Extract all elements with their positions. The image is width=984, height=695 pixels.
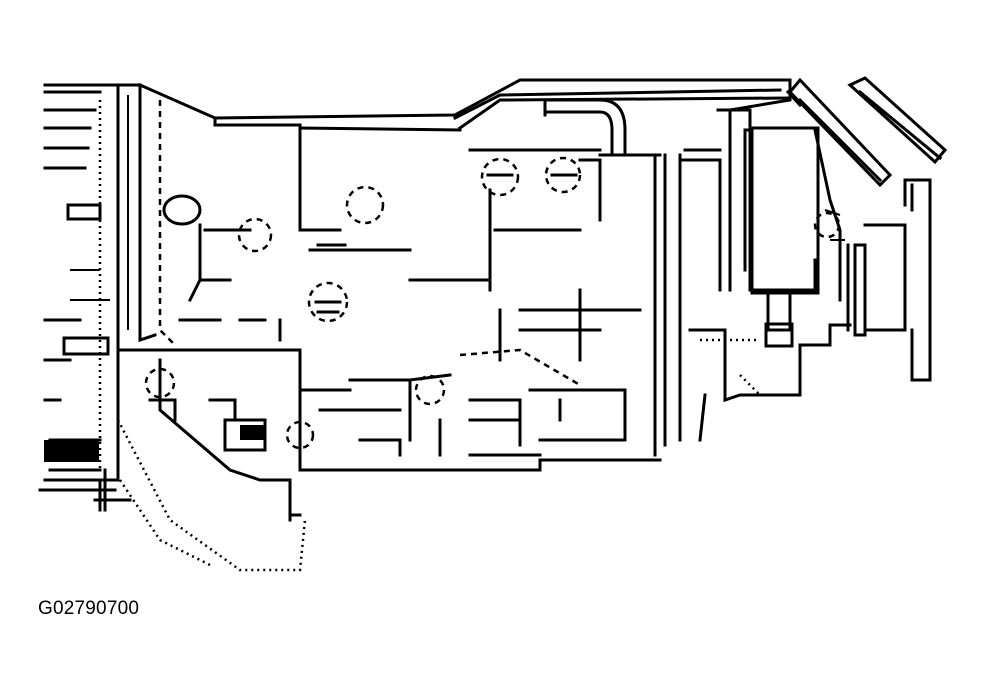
cooler-lines [457, 96, 792, 157]
figure-id-label: G02790700 [38, 598, 140, 619]
bell-housing-flange [38, 83, 157, 512]
transmission-case [116, 78, 792, 572]
extension-housing [653, 108, 852, 457]
output-flange [846, 178, 932, 382]
lower-left-details [93, 398, 302, 517]
shift-linkage [785, 76, 948, 188]
bolt-bosses [144, 156, 582, 450]
case-internal-lines [178, 128, 662, 457]
